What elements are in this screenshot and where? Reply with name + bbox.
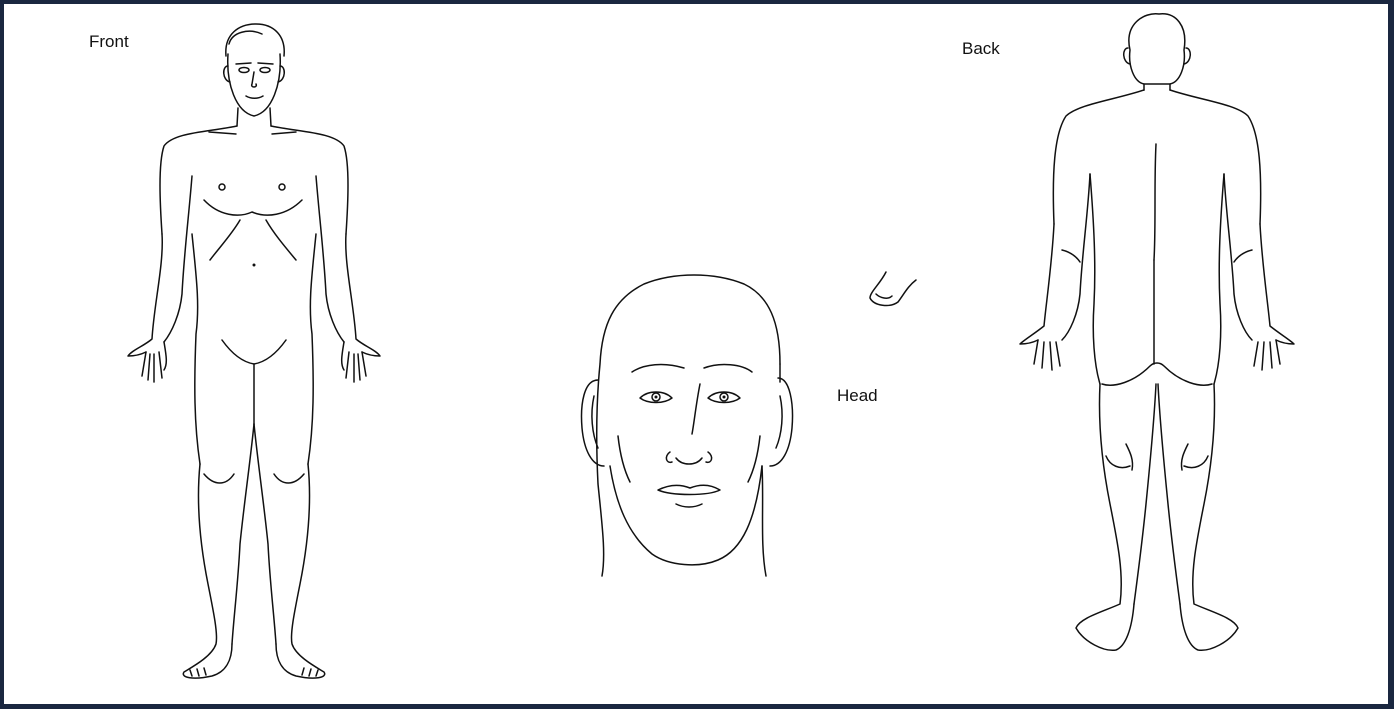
back-left-hand: [1034, 340, 1060, 370]
front-right-hand: [342, 342, 366, 382]
front-view-label: Front: [89, 32, 129, 52]
body-chart-canvas: Front Back Head: [4, 4, 1388, 704]
back-left-leg: [1076, 384, 1134, 650]
front-hairline: [229, 31, 262, 44]
body-diagram: [4, 4, 1388, 704]
head-left-brow: [632, 365, 684, 372]
back-ears: [1124, 48, 1191, 64]
front-left-arm-inner: [164, 176, 192, 342]
front-right-arm-inner: [316, 176, 344, 342]
front-right-leg-inner: [254, 424, 276, 644]
front-left-eye: [239, 68, 249, 73]
back-neck: [1144, 84, 1170, 90]
front-ribcage: [210, 220, 296, 260]
front-right-leg: [276, 464, 325, 678]
front-neck: [237, 108, 271, 126]
front-left-knee: [204, 474, 234, 483]
front-right-eye: [260, 68, 270, 73]
front-left-arm-outer: [128, 234, 162, 356]
front-left-leg: [183, 464, 232, 678]
front-nose: [252, 72, 257, 87]
back-right-shoulder: [1170, 90, 1261, 224]
back-left-flank: [1090, 174, 1100, 384]
head-face-figure: [582, 275, 793, 576]
front-hair: [226, 24, 284, 56]
head-nostrils: [666, 452, 711, 464]
back-right-knee: [1181, 444, 1208, 470]
back-right-leg: [1180, 384, 1238, 650]
back-left-shoulder: [1053, 90, 1144, 224]
front-right-hip: [308, 234, 316, 464]
head-neck-right: [762, 466, 766, 576]
back-left-leg-inner: [1134, 384, 1156, 604]
small-ear-sketch: [870, 272, 916, 305]
back-left-knee: [1106, 444, 1133, 470]
back-body-figure: [1020, 14, 1294, 650]
back-left-arm-outer: [1020, 224, 1054, 344]
front-right-nipple: [279, 184, 285, 190]
front-left-hip: [192, 234, 200, 464]
back-right-leg-inner: [1158, 384, 1180, 604]
front-right-arm-outer: [346, 234, 380, 356]
back-view-label: Back: [962, 39, 1000, 59]
front-navel: [253, 264, 256, 267]
front-left-leg-inner: [232, 424, 254, 644]
back-head: [1129, 14, 1185, 84]
head-mouth: [658, 485, 720, 494]
front-right-toes: [302, 668, 318, 676]
front-groin: [222, 340, 286, 364]
back-right-flank: [1214, 174, 1224, 384]
front-left-toes: [190, 668, 206, 676]
back-right-hand: [1254, 340, 1280, 370]
head-nose-bridge: [692, 384, 700, 434]
front-pectorals: [204, 200, 302, 215]
back-buttocks: [1102, 363, 1212, 385]
head-chin-line: [676, 504, 702, 507]
front-mouth: [246, 96, 263, 98]
front-left-hand: [142, 342, 166, 382]
back-right-arm-outer: [1260, 224, 1294, 344]
back-left-elbow: [1062, 250, 1080, 262]
head-skull-outline: [597, 275, 780, 576]
head-right-brow: [704, 365, 752, 372]
back-spine: [1154, 144, 1156, 260]
head-jaw: [610, 466, 762, 565]
front-left-shoulder: [160, 126, 237, 234]
front-right-shoulder: [271, 126, 348, 234]
front-body-figure: [128, 24, 380, 678]
head-view-label: Head: [837, 386, 878, 406]
back-right-elbow: [1234, 250, 1252, 262]
front-right-knee: [274, 474, 304, 483]
front-left-nipple: [219, 184, 225, 190]
front-clavicles: [209, 132, 296, 134]
